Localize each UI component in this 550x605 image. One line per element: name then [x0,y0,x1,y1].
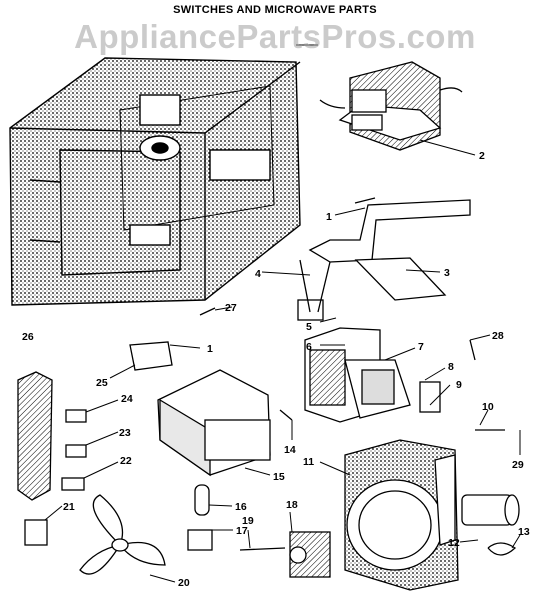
callout-10: 10 [482,401,494,413]
diagram-title: SWITCHES AND MICROWAVE PARTS [173,4,377,16]
leader-lines [44,44,521,583]
capacitor [461,494,520,556]
fan-motor [289,531,331,578]
callout-20: 20 [178,577,190,589]
callout-11: 11 [303,456,314,468]
callout-29: 29 [512,459,524,471]
oven-cavity [9,57,301,306]
callout-17: 17 [236,525,248,537]
screw-27 [199,307,216,316]
thermal-switch-8 [419,381,441,413]
fan-blade [79,494,166,575]
callout-3: 3 [444,267,450,279]
bracket-21 [24,519,48,546]
callout-21: 21 [63,501,75,513]
callout-19: 19 [242,515,254,527]
callout-16: 16 [235,501,247,513]
screw-1a [354,197,376,204]
callout-24: 24 [121,393,133,405]
callout-4: 4 [255,268,261,280]
screw-14 [279,409,293,421]
callout-12: 12 [448,537,460,549]
callout-labels: 1 2 1 4 3 27 5 6 7 28 26 25 8 9 24 10 14… [22,150,530,589]
magnetron [304,327,411,423]
callout-8: 8 [448,361,454,373]
callout-2: 2 [479,150,485,162]
callout-27: 27 [225,302,237,314]
switch-bracket [17,371,87,501]
fan-duct [157,369,271,477]
callout-25: 25 [96,377,108,389]
callout-14: 14 [284,444,296,456]
callout-7: 7 [418,341,424,353]
screw-28 [469,339,476,361]
transformer [319,61,463,151]
callout-23: 23 [119,427,131,439]
callout-9: 9 [456,379,462,391]
lamp-16 [194,484,210,516]
bracket-25 [129,341,173,371]
callout-26: 26 [22,331,34,343]
callout-1b: 1 [207,343,213,355]
callout-5: 5 [306,321,312,333]
callout-6: 6 [306,341,312,353]
socket-17 [187,529,213,551]
screw-19 [239,547,286,551]
callout-1a: 1 [326,211,332,223]
callout-18: 18 [286,499,298,511]
small-parts [24,197,505,551]
callout-28: 28 [492,330,504,342]
callout-22: 22 [120,455,132,467]
callout-13: 13 [518,526,530,538]
watermark: AppliancePartsPros.com [74,18,476,55]
callout-15: 15 [273,471,285,483]
bracket-and-plate [297,199,471,321]
fan-housing [344,439,459,591]
